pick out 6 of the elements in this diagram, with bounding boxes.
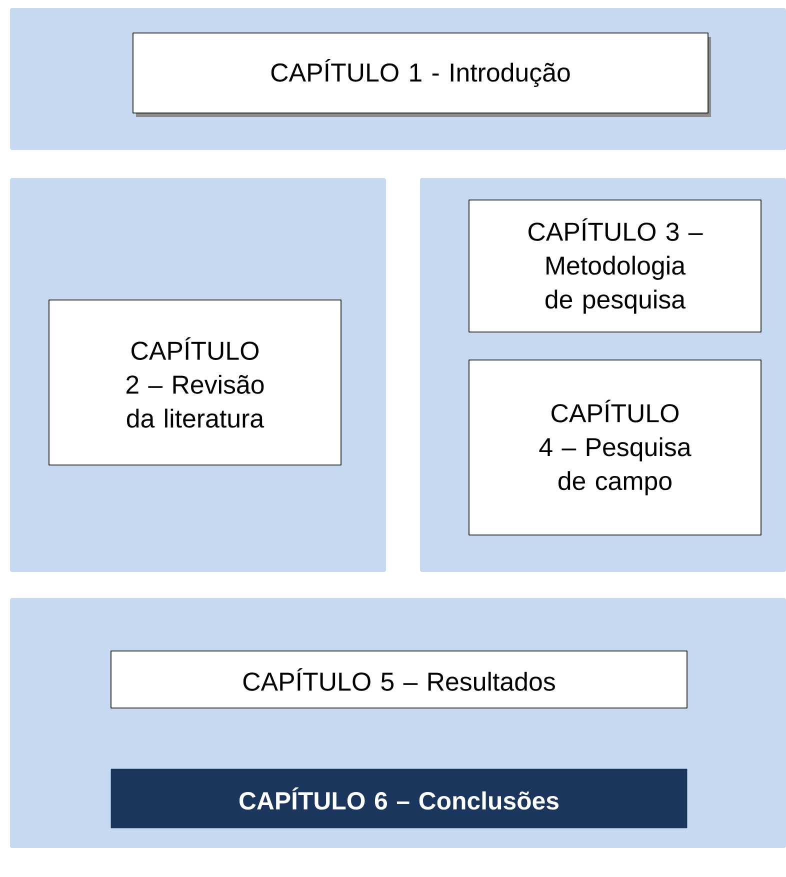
chapter-box: CAPÍTULO 2 – Revisão da literatura [48, 300, 342, 466]
chapter-box: CAPÍTULO 4 – Pesquisa de campo [468, 360, 762, 536]
chapter-box: CAPÍTULO 3 – Metodologia de pesquisa [468, 200, 762, 332]
chapter-box: CAPÍTULO 5 – Resultados [110, 650, 688, 708]
chapter-box: CAPÍTULO 6 – Conclusões [110, 768, 688, 828]
chapter-box: CAPÍTULO 1 - Introdução [132, 32, 711, 117]
